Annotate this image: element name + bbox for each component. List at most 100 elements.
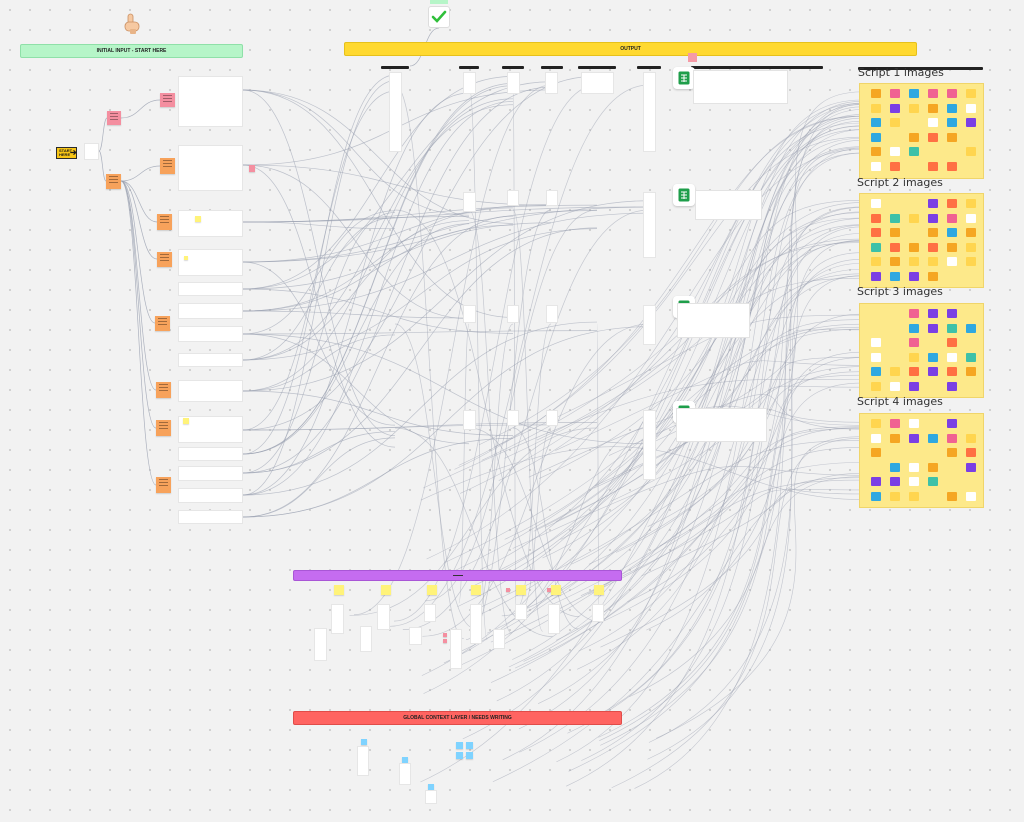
image-thumbnail[interactable] [966, 433, 976, 443]
image-thumbnail[interactable] [909, 242, 919, 252]
image-thumbnail[interactable] [871, 161, 881, 171]
image-thumbnail[interactable] [871, 381, 881, 391]
image-thumbnail[interactable] [966, 367, 976, 376]
sticky-note-orange[interactable] [156, 382, 171, 398]
sticky-note-blue[interactable] [361, 739, 367, 745]
sticky-note-pink-small[interactable] [249, 165, 255, 172]
image-thumbnail[interactable] [871, 257, 881, 266]
image-thumbnail[interactable] [947, 89, 957, 98]
image-thumbnail[interactable] [947, 103, 957, 113]
sticky-note-yellow-small[interactable] [195, 216, 201, 222]
sticky-note-yellow-small[interactable] [183, 418, 189, 424]
image-thumbnail[interactable] [928, 242, 938, 252]
image-thumbnail[interactable] [947, 352, 957, 362]
image-thumbnail[interactable] [947, 161, 957, 171]
input-card[interactable] [178, 353, 243, 367]
image-thumbnail[interactable] [890, 477, 900, 486]
sticky-note-blue[interactable] [456, 752, 463, 759]
input-card[interactable] [178, 380, 243, 402]
image-thumbnail[interactable] [928, 352, 938, 362]
input-card[interactable] [178, 282, 243, 296]
image-thumbnail[interactable] [928, 433, 938, 443]
image-thumbnail[interactable] [890, 103, 900, 113]
sticky-note-yellow[interactable] [427, 585, 437, 595]
image-thumbnail[interactable] [890, 242, 900, 252]
image-thumbnail[interactable] [890, 491, 900, 501]
image-thumbnail[interactable] [871, 491, 881, 501]
image-thumbnail[interactable] [928, 367, 938, 376]
image-thumbnail[interactable] [947, 381, 957, 391]
image-thumbnail[interactable] [909, 338, 919, 347]
image-thumbnail[interactable] [871, 367, 881, 376]
image-thumbnail[interactable] [966, 228, 976, 237]
image-thumbnail[interactable] [871, 242, 881, 252]
image-thumbnail[interactable] [966, 89, 976, 98]
input-card[interactable] [178, 466, 243, 481]
image-thumbnail[interactable] [966, 213, 976, 223]
sticky-note-yellow[interactable] [551, 585, 561, 595]
context-card[interactable] [425, 790, 437, 804]
image-thumbnail[interactable] [871, 213, 881, 223]
image-thumbnail[interactable] [966, 448, 976, 457]
output-card[interactable] [643, 410, 656, 480]
output-card[interactable] [463, 305, 476, 323]
image-thumbnail[interactable] [909, 491, 919, 501]
sticky-note-orange[interactable] [157, 214, 172, 230]
image-thumbnail[interactable] [966, 118, 976, 127]
image-thumbnail[interactable] [947, 448, 957, 457]
column-header[interactable] [691, 66, 823, 69]
sticky-note-blue[interactable] [428, 784, 434, 790]
output-card[interactable] [581, 72, 614, 94]
image-thumbnail[interactable] [909, 147, 919, 156]
image-thumbnail[interactable] [890, 161, 900, 171]
purple-section-bar[interactable] [293, 570, 622, 581]
image-thumbnail[interactable] [871, 271, 881, 281]
output-card[interactable] [507, 305, 519, 323]
output-card[interactable] [545, 72, 558, 94]
spreadsheet-icon[interactable] [673, 184, 695, 206]
image-thumbnail[interactable] [947, 228, 957, 237]
output-card[interactable] [546, 190, 558, 206]
input-card[interactable] [178, 447, 243, 461]
sticky-note-orange[interactable] [156, 477, 171, 493]
input-card[interactable] [178, 145, 243, 191]
image-thumbnail[interactable] [909, 433, 919, 443]
image-thumbnail[interactable] [928, 132, 938, 142]
image-thumbnail[interactable] [928, 462, 938, 472]
image-thumbnail[interactable] [909, 271, 919, 281]
image-thumbnail[interactable] [909, 103, 919, 113]
start-here-badge[interactable]: START HERE ➔ [56, 147, 77, 159]
spreadsheet-preview[interactable] [693, 70, 788, 104]
image-thumbnail[interactable] [947, 118, 957, 127]
sub-card[interactable] [360, 626, 372, 652]
image-thumbnail[interactable] [966, 242, 976, 252]
context-card[interactable] [357, 746, 369, 776]
sticky-note-orange[interactable] [157, 252, 172, 267]
output-card[interactable] [643, 72, 656, 152]
output-card[interactable] [507, 410, 519, 426]
image-thumbnail[interactable] [871, 433, 881, 443]
image-thumbnail[interactable] [890, 228, 900, 237]
pink-marker[interactable] [688, 53, 697, 62]
image-thumbnail[interactable] [909, 309, 919, 318]
input-card[interactable] [178, 416, 243, 443]
spreadsheet-preview[interactable] [676, 408, 767, 442]
image-thumbnail[interactable] [966, 462, 976, 472]
image-thumbnail[interactable] [871, 338, 881, 347]
image-thumbnail[interactable] [947, 199, 957, 208]
image-thumbnail[interactable] [928, 213, 938, 223]
sticky-note-orange[interactable] [106, 174, 121, 189]
output-card[interactable] [643, 192, 656, 258]
image-thumbnail[interactable] [890, 257, 900, 266]
column-header[interactable] [541, 66, 563, 69]
image-thumbnail[interactable] [947, 309, 957, 318]
sub-card[interactable] [548, 604, 560, 634]
input-card[interactable] [178, 488, 243, 503]
image-thumbnail[interactable] [909, 477, 919, 486]
output-card[interactable] [546, 410, 558, 426]
sticky-note-orange[interactable] [156, 420, 171, 436]
image-thumbnail[interactable] [966, 199, 976, 208]
output-card[interactable] [389, 72, 402, 152]
image-thumbnail[interactable] [871, 419, 881, 428]
image-thumbnail[interactable] [871, 352, 881, 362]
